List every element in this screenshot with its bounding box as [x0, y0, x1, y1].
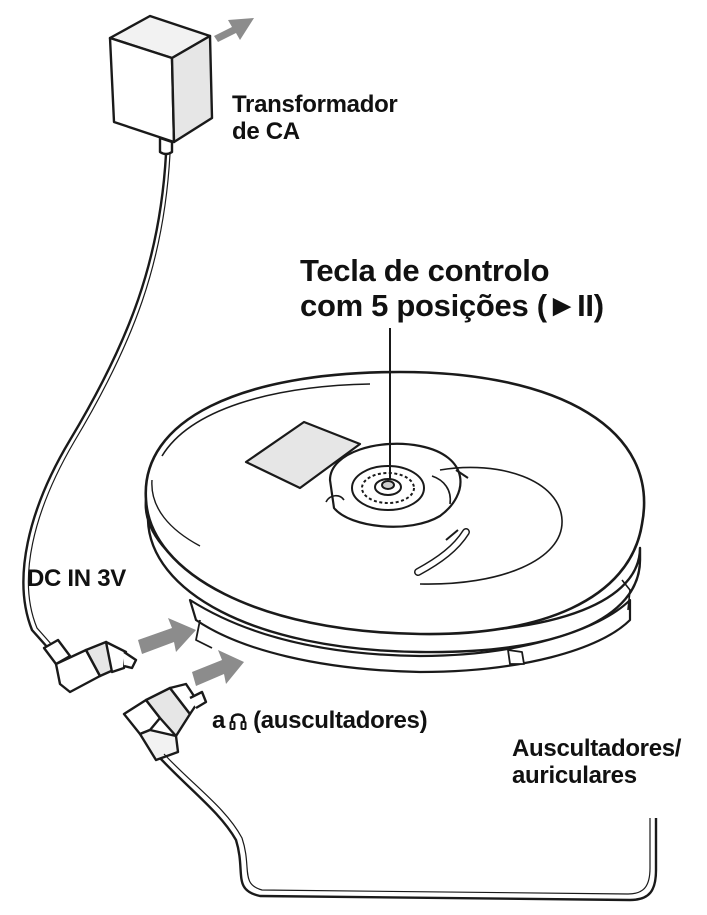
dc-in-label: DC IN 3V — [27, 565, 126, 592]
headphones-label-line2: auriculares — [512, 761, 637, 789]
dc-plug-icon — [42, 638, 138, 694]
ac-adapter-label-line2: de CA — [232, 117, 300, 145]
arrow-icon — [192, 650, 244, 686]
headphone-plug-icon — [122, 682, 208, 762]
arrow-icon — [214, 18, 254, 42]
adapter-cable — [22, 153, 168, 649]
headphone-jack-prefix: a — [212, 707, 226, 734]
headphones-label: Auscultadores/ auriculares — [512, 735, 682, 790]
ac-adapter-icon — [108, 14, 214, 156]
cd-player-icon — [144, 370, 646, 674]
headphones-label-line1: Auscultadores/ — [512, 735, 682, 762]
headphone-jack-label: a (auscultadores) — [212, 707, 428, 735]
control-key-icon — [351, 465, 425, 511]
headphone-jack-suffix: (auscultadores) — [253, 707, 428, 734]
ac-adapter-label-line1: Transformador — [232, 91, 398, 118]
ac-adapter-label: Transformador de CA — [232, 91, 398, 146]
control-key-label-line1: Tecla de controlo — [300, 253, 550, 288]
headphone-cable — [159, 757, 658, 902]
headphone-icon — [229, 713, 247, 730]
control-key-label: Tecla de controlo com 5 posições (►II) — [300, 253, 604, 323]
control-key-label-line2: com 5 posições (►II) — [300, 287, 604, 323]
arrow-icon — [138, 618, 196, 654]
